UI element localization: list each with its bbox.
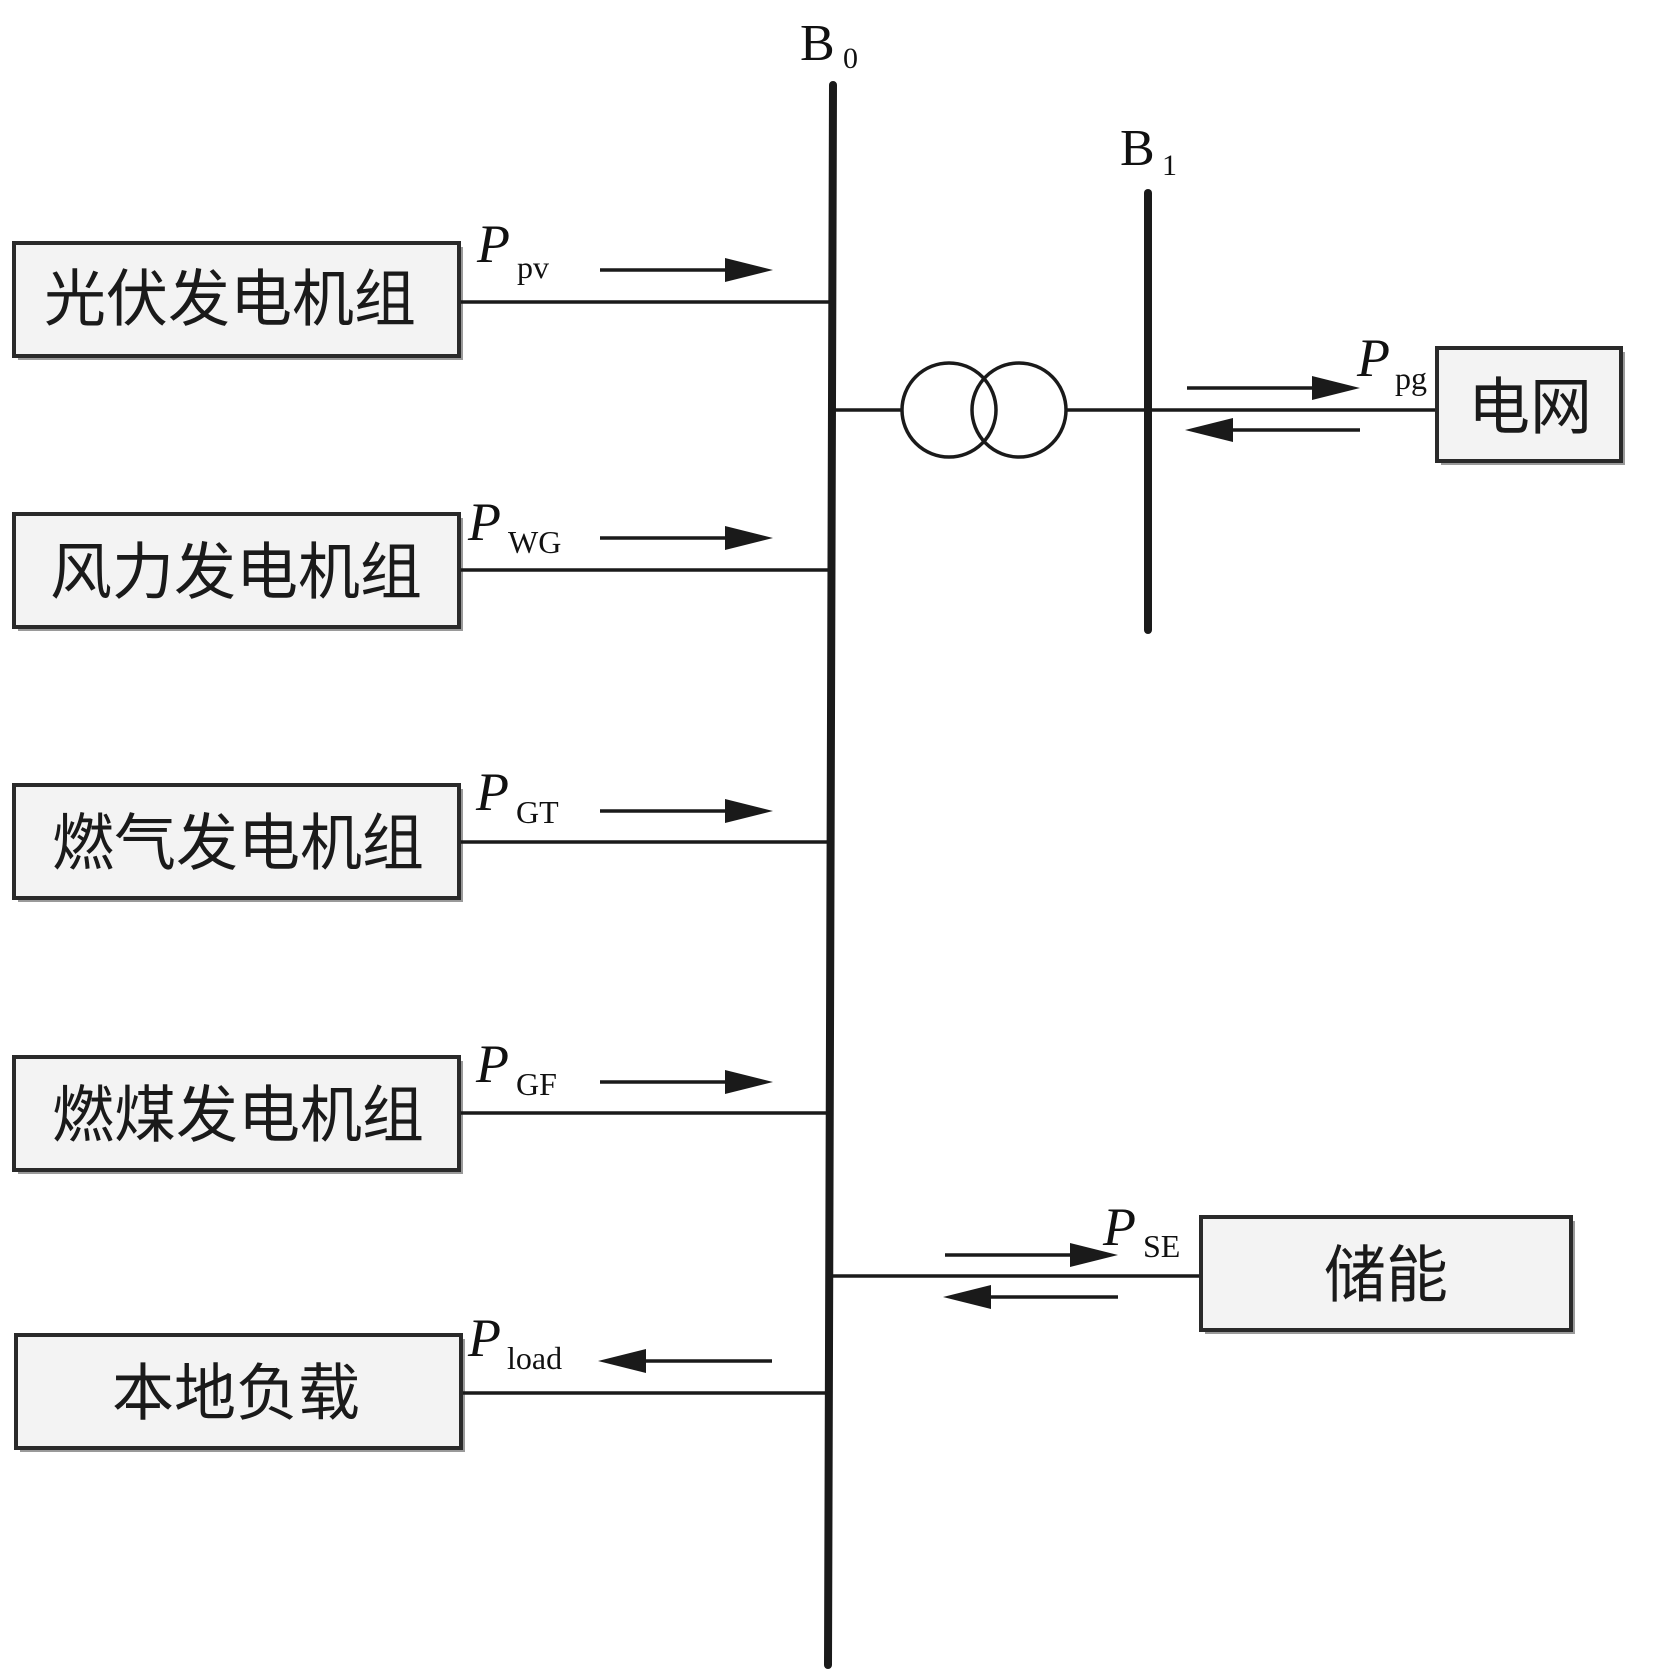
storage-label: 储能 — [1324, 1239, 1448, 1312]
wg-arrow-head — [725, 526, 773, 550]
wg-power-symbol: P — [467, 492, 501, 552]
grid-power-subscript: pg — [1395, 360, 1427, 396]
load-power-subscript: load — [507, 1340, 562, 1376]
bus-b1-subscript: 1 — [1162, 149, 1177, 182]
gt-arrow-head — [725, 799, 773, 823]
pv-power-symbol: P — [476, 214, 510, 274]
gf-unit: 燃煤发电机组 P GF — [12, 1034, 830, 1174]
grid-arrow-out-head — [1185, 418, 1233, 442]
gf-label: 燃煤发电机组 — [52, 1079, 424, 1152]
storage-unit: P SE 储能 — [832, 1197, 1575, 1334]
load-power-symbol: P — [467, 1308, 501, 1368]
gt-power-symbol: P — [475, 762, 509, 822]
grid-unit: P pg 电网 — [832, 328, 1625, 465]
bus-b0-label: B — [800, 15, 835, 72]
wg-label: 风力发电机组 — [50, 536, 422, 609]
wg-box — [12, 512, 461, 629]
load-label: 本地负载 — [112, 1357, 360, 1430]
bus-b0-subscript: 0 — [843, 42, 858, 75]
grid-arrow-in-head — [1312, 376, 1360, 400]
bus-b0 — [824, 81, 837, 1669]
load-arrow-head — [598, 1349, 646, 1373]
grid-box — [1435, 346, 1623, 463]
grid-label: 电网 — [1468, 371, 1592, 444]
storage-arrow-out-head — [943, 1285, 991, 1309]
gf-arrow-head — [725, 1070, 773, 1094]
gf-power-subscript: GF — [516, 1066, 557, 1102]
wg-unit: 风力发电机组 P WG — [12, 492, 830, 631]
transformer-coil-left — [900, 361, 998, 459]
pv-arrow-head — [725, 258, 773, 282]
pv-label: 光伏发电机组 — [44, 263, 416, 336]
storage-arrow-in-head — [1070, 1243, 1118, 1267]
pv-unit: 光伏发电机组 P pv — [12, 214, 830, 360]
storage-power-symbol: P — [1102, 1197, 1136, 1257]
storage-power-subscript: SE — [1143, 1228, 1180, 1264]
load-box — [14, 1333, 463, 1450]
gt-power-subscript: GT — [516, 794, 559, 830]
gt-unit: 燃气发电机组 P GT — [12, 762, 830, 902]
pv-power-subscript: pv — [517, 249, 549, 285]
storage-box — [1199, 1215, 1573, 1332]
load-unit: 本地负载 P load — [14, 1308, 830, 1452]
gt-label: 燃气发电机组 — [52, 807, 424, 880]
grid-power-symbol: P — [1356, 328, 1390, 388]
gt-box — [12, 783, 461, 900]
gf-box — [12, 1055, 461, 1172]
bus-b1-label: B — [1120, 120, 1155, 177]
wg-power-subscript: WG — [508, 524, 561, 560]
transformer-coil-right — [970, 361, 1068, 459]
gf-power-symbol: P — [475, 1034, 509, 1094]
pv-box — [12, 241, 461, 358]
